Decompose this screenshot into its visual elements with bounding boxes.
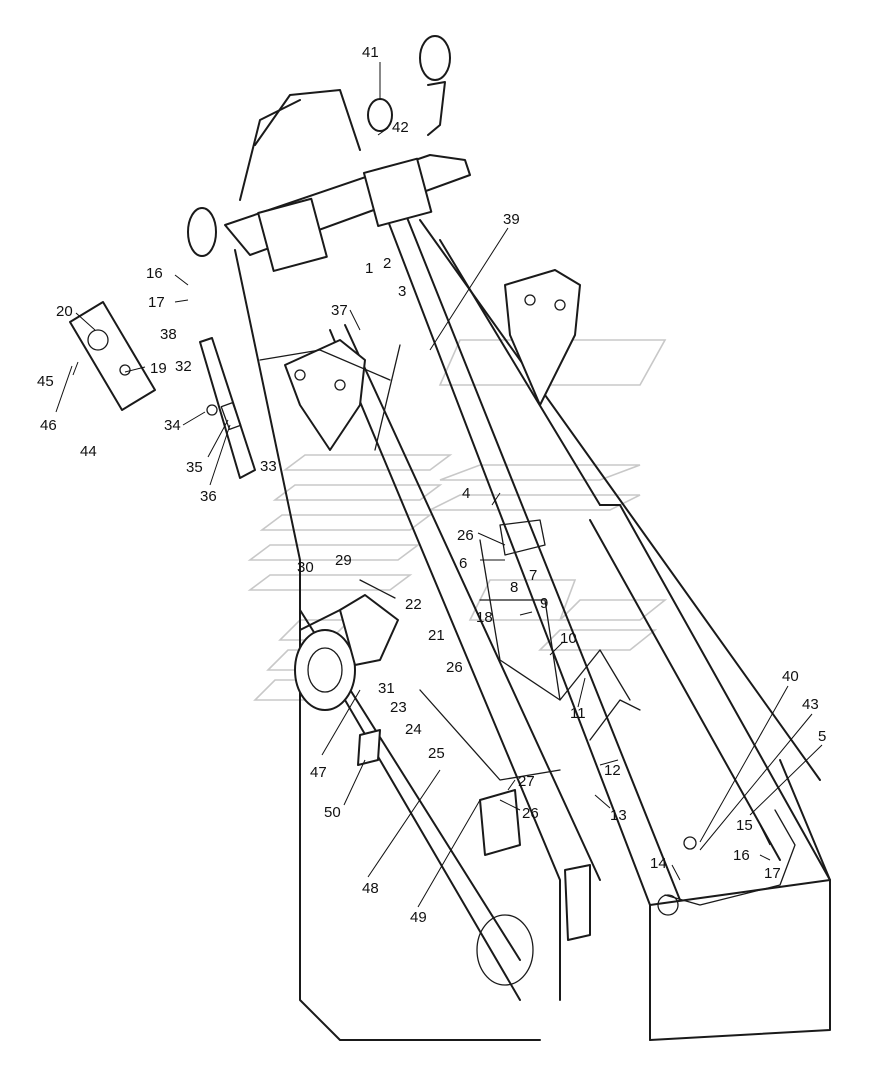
callout-2: 2 [383,255,391,272]
callout-32: 32 [175,358,192,375]
callout-45: 45 [37,373,54,390]
callout-31: 31 [378,680,395,697]
callout-46: 46 [40,417,57,434]
callout-9: 9 [540,595,548,612]
callout-27: 27 [518,773,535,790]
callout-18: 18 [476,609,493,626]
callout-4: 4 [462,485,470,502]
callout-48: 48 [362,880,379,897]
callout-labels: 41 42 39 1 2 3 16 17 38 37 20 19 45 46 4… [37,44,826,926]
callout-15: 15 [736,817,753,834]
callout-21: 21 [428,627,445,644]
callout-38: 38 [160,326,177,343]
callout-36: 36 [200,488,217,505]
callout-12: 12 [604,762,621,779]
callout-8: 8 [510,579,518,596]
callout-35: 35 [186,459,203,476]
callout-17: 17 [148,294,165,311]
callout-26-c: 26 [522,805,539,822]
chassis-frame [69,35,831,1041]
callout-17-b: 17 [764,865,781,882]
callout-33: 33 [260,458,277,475]
callout-44: 44 [80,443,97,460]
callout-43: 43 [802,696,819,713]
callout-5: 5 [818,728,826,745]
callout-23: 23 [390,699,407,716]
callout-13: 13 [610,807,627,824]
callout-19: 19 [150,360,167,377]
callout-16: 16 [146,265,163,282]
callout-26-b: 26 [446,659,463,676]
callout-14: 14 [650,855,667,872]
callout-39: 39 [503,211,520,228]
callout-16-b: 16 [733,847,750,864]
callout-41: 41 [362,44,379,61]
callout-50: 50 [324,804,341,821]
callout-42: 42 [392,119,409,136]
callout-40: 40 [782,668,799,685]
leader-lines [55,62,823,908]
callout-6: 6 [459,555,467,572]
callout-22: 22 [405,596,422,613]
callout-26-a: 26 [457,527,474,544]
callout-3: 3 [398,283,406,300]
callout-34: 34 [164,417,181,434]
callout-1: 1 [365,260,373,277]
callout-20: 20 [56,303,73,320]
callout-11: 11 [570,705,586,722]
callout-47: 47 [310,764,327,781]
callout-24: 24 [405,721,422,738]
callout-49: 49 [410,909,427,926]
callout-25: 25 [428,745,445,762]
callout-37: 37 [331,302,348,319]
callout-7: 7 [529,567,537,584]
callout-29: 29 [335,552,352,569]
callout-10: 10 [560,630,577,647]
callout-30: 30 [297,559,314,576]
